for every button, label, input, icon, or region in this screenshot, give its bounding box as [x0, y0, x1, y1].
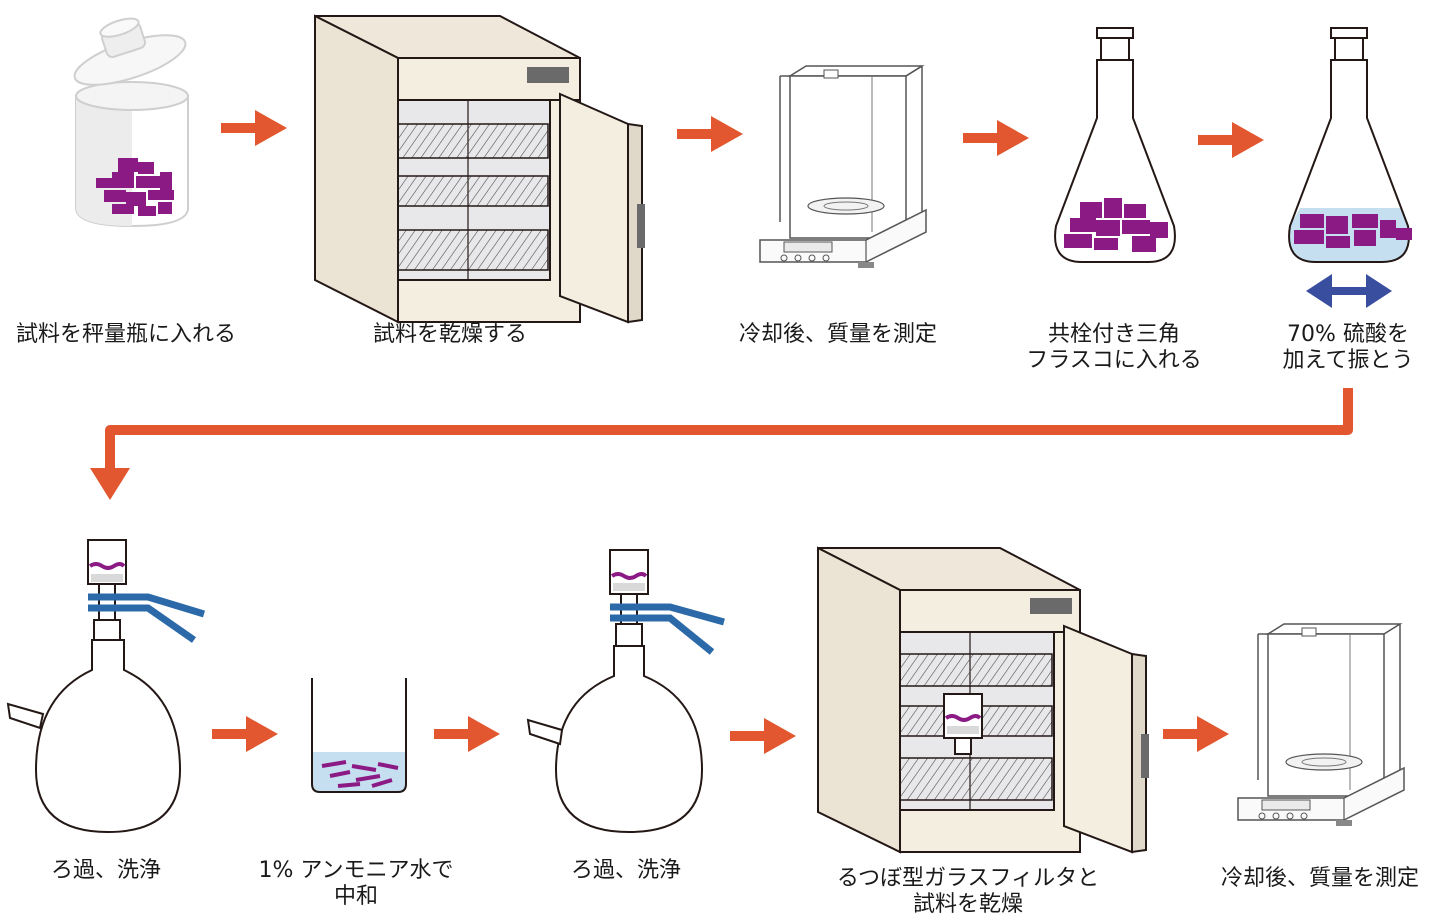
erlenmeyer-flask-icon [1288, 27, 1412, 263]
drying-oven-icon [817, 546, 1149, 854]
crucible-filter-icon [943, 693, 983, 755]
analytical-balance-icon [759, 65, 927, 268]
suction-flask-icon [526, 549, 725, 834]
arrow-right-icon [1198, 122, 1264, 158]
suction-flask-icon [6, 539, 206, 834]
label-line: 中和 [333, 884, 379, 909]
step-label-weigh-bottle: 試料を秤量瓶に入れる [16, 322, 236, 348]
label-line: 試料を秤量瓶に入れる [15, 322, 237, 347]
arrow-right-icon [212, 716, 278, 752]
step-label-flask: 共栓付き三角 フラスコに入れる [1026, 322, 1202, 374]
label-line: 試料を乾燥 [912, 892, 1023, 917]
erlenmeyer-flask-icon [1054, 27, 1176, 263]
label-line: 1% アンモニア水で [258, 858, 454, 883]
step-label-cool-weigh: 冷却後、質量を測定 [739, 322, 937, 348]
analytical-balance-icon [1237, 623, 1405, 826]
arrow-right-icon [730, 718, 796, 754]
label-line: ろ過、洗浄 [50, 858, 162, 883]
step-label-acid-shake: 70% 硫酸を 加えて振とう [1283, 322, 1414, 374]
label-line: ろ過、洗浄 [570, 858, 682, 883]
step-label-filter-wash-2: ろ過、洗浄 [571, 858, 681, 884]
drying-oven-icon [314, 14, 645, 324]
label-line: 加えて振とう [1282, 348, 1414, 373]
label-line: 冷却後、質量を測定 [738, 322, 938, 347]
weighing-bottle-icon [73, 17, 189, 228]
label-line: 試料を乾燥する [372, 322, 528, 347]
arrow-right-icon [221, 110, 287, 146]
step-label-dry-filter: るつぼ型ガラスフィルタと 試料を乾燥 [837, 866, 1099, 918]
shake-arrow-icon [1306, 274, 1392, 308]
step-label-filter-wash: ろ過、洗浄 [51, 858, 161, 884]
step-label-neutralize: 1% アンモニア水で 中和 [258, 858, 453, 910]
label-line: フラスコに入れる [1026, 348, 1202, 373]
step-label-cool-weigh-2: 冷却後、質量を測定 [1221, 866, 1419, 892]
label-line: 冷却後、質量を測定 [1220, 866, 1420, 891]
arrow-right-icon [434, 716, 500, 752]
label-line: 70% 硫酸を [1287, 322, 1409, 347]
arrow-right-icon [963, 120, 1029, 156]
connector-arrow-icon [90, 388, 1353, 500]
label-line: 共栓付き三角 [1047, 322, 1180, 347]
arrow-right-icon [1163, 716, 1229, 752]
label-line: るつぼ型ガラスフィルタと [836, 866, 1100, 891]
beaker-icon [311, 678, 407, 793]
arrow-right-icon [677, 116, 743, 152]
step-label-dry-sample: 試料を乾燥する [373, 322, 527, 348]
